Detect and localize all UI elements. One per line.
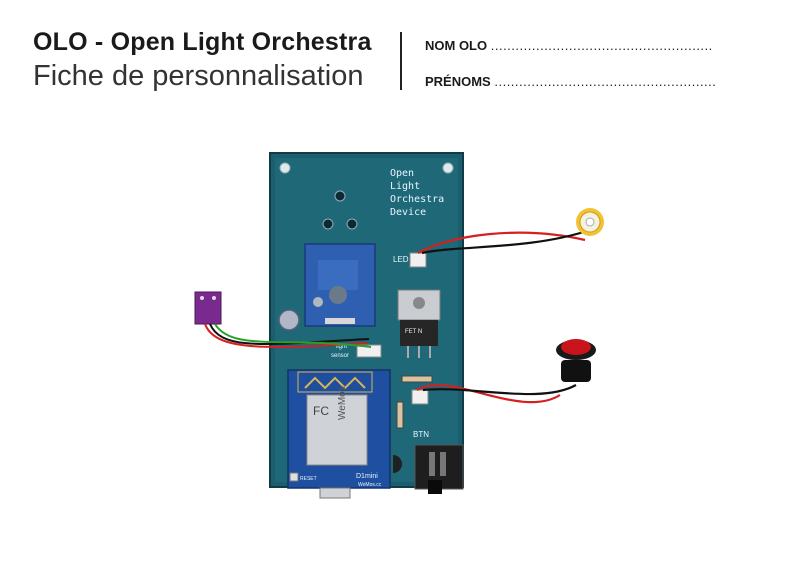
- sensor-label: sensor: [331, 353, 349, 359]
- page-subtitle: Fiche de personnalisation: [33, 60, 364, 92]
- btn-connector: [411, 389, 429, 405]
- usb-connector: [319, 487, 351, 499]
- prenoms-field[interactable]: PRÉNOMS ................................…: [425, 74, 716, 89]
- button-wire-black: [422, 384, 577, 396]
- fet-transistor: [400, 320, 438, 346]
- led-label: LED: [393, 255, 409, 264]
- nom-olo-label: NOM OLO: [425, 38, 488, 53]
- transistor-icon: [393, 455, 402, 473]
- mounting-hole: [442, 162, 454, 174]
- resistor-icon: [396, 401, 404, 429]
- pcb-text-orchestra: Orchestra: [390, 194, 444, 205]
- led-connector: [409, 252, 427, 268]
- prenoms-label: PRÉNOMS: [425, 74, 491, 89]
- led-wire-black: [421, 228, 591, 255]
- esp-module: [306, 394, 368, 466]
- sensor-wire-green: [214, 323, 372, 348]
- power-led-star-icon: [576, 208, 604, 236]
- fet-label: FET N: [405, 329, 422, 335]
- d1mini-label: D1mini: [356, 473, 378, 480]
- capacitor-icon: [278, 309, 300, 331]
- led-wire-red: [417, 231, 586, 254]
- nom-olo-field[interactable]: NOM OLO ................................…: [425, 38, 713, 53]
- reset-button: [289, 472, 299, 482]
- mounting-hole: [279, 162, 291, 174]
- light-label: light: [336, 344, 347, 350]
- sensor-wire-black: [209, 323, 370, 346]
- light-sensor-board: [194, 291, 222, 325]
- fc-label: FC: [313, 404, 329, 418]
- nom-olo-dots: ........................................…: [490, 38, 713, 53]
- mounting-hole: [322, 218, 334, 230]
- pcb-text-device: Device: [390, 207, 426, 218]
- prenoms-dots: ........................................…: [494, 74, 717, 89]
- header-divider: [400, 32, 402, 90]
- pcb-text-open: Open: [390, 168, 414, 179]
- resistor-icon: [401, 375, 433, 383]
- push-button-icon: [556, 339, 596, 382]
- page-title: OLO - Open Light Orchestra: [33, 28, 372, 56]
- mounting-hole: [334, 190, 346, 202]
- wemos-url-label: WeMos.cc: [358, 482, 382, 488]
- wemos-chip-label: WeMos: [337, 386, 348, 420]
- sensor-wire-red: [204, 323, 368, 348]
- mounting-hole: [346, 218, 358, 230]
- pcb-text-light: Light: [390, 181, 420, 192]
- btn-label: BTN: [413, 430, 429, 439]
- reset-label: RESET: [300, 476, 317, 482]
- light-sensor-connector: [356, 344, 382, 358]
- button-wire-red: [416, 384, 561, 404]
